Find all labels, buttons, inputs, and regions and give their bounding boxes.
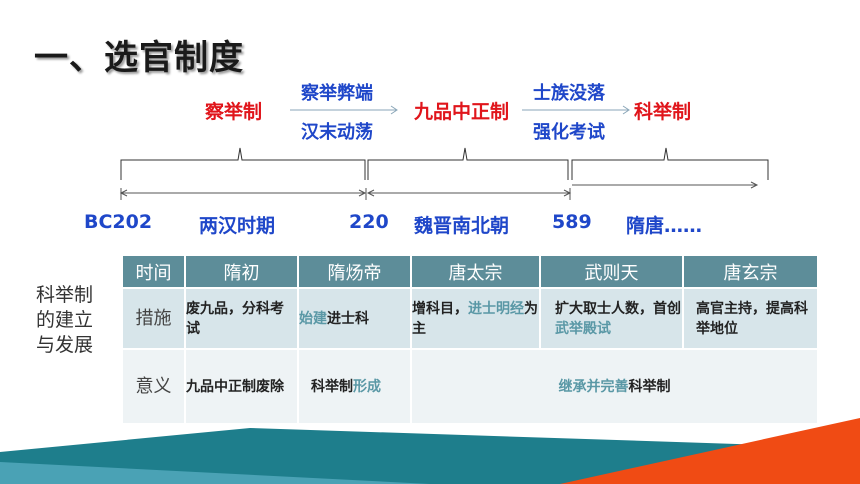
cell-taizong-measure: 增科目，进士明经为主 xyxy=(411,287,541,349)
label-220: 220 xyxy=(349,211,389,233)
brace-suitang xyxy=(571,147,769,180)
cell-suichu-measure: 废九品，分科考试 xyxy=(185,287,299,349)
label-chaju: 察举制 xyxy=(205,101,263,123)
cell-suiyangdi-measure: 始建进士科 xyxy=(298,287,412,349)
side-label: 科举制 的建立 与发展 xyxy=(36,284,94,356)
brace-han xyxy=(120,147,366,180)
cell-wuzetian-measure: 扩大取士人数，首创武举殿试 xyxy=(540,287,684,349)
table-header: 时间 xyxy=(123,256,186,288)
label-chaju-flaws: 察举弊端 xyxy=(301,83,373,104)
label-han-turmoil: 汉末动荡 xyxy=(301,122,373,143)
label-keju: 科举制 xyxy=(634,101,692,123)
cell-suiyangdi-significance: 科举制形成 xyxy=(298,348,412,423)
label-bc202: BC202 xyxy=(84,211,153,233)
table-header: 武则天 xyxy=(540,256,684,288)
label-jiupin: 九品中正制 xyxy=(414,101,510,123)
table-header: 隋初 xyxy=(185,256,299,288)
label-suitang-period: 隋唐…… xyxy=(626,215,703,237)
keju-table: 时间 隋初 隋炀帝 唐太宗 武则天 唐玄宗 措施 废九品，分科考试 始建进士科 … xyxy=(123,256,817,423)
label-589: 589 xyxy=(552,211,592,233)
table-row-significance: 意义 九品中正制废除 科举制形成 继承并完善科举制 xyxy=(123,348,817,423)
table-header: 唐太宗 xyxy=(411,256,541,288)
label-weijin-period: 魏晋南北朝 xyxy=(414,215,510,237)
cell-suichu-significance: 九品中正制废除 xyxy=(185,348,299,423)
table-row-measures: 措施 废九品，分科考试 始建进士科 增科目，进士明经为主 扩大取士人数，首创武举… xyxy=(123,287,817,349)
table-header: 隋炀帝 xyxy=(298,256,412,288)
label-han-period: 两汉时期 xyxy=(199,215,276,237)
cell-tang-significance: 继承并完善科举制 xyxy=(411,348,817,423)
page-title: 一、选官制度 xyxy=(34,38,244,78)
label-strengthen-exam: 强化考试 xyxy=(533,122,605,143)
row-label: 措施 xyxy=(123,287,186,349)
brace-weijin xyxy=(367,147,569,180)
label-shizu-decline: 士族没落 xyxy=(533,83,605,104)
table-header: 唐玄宗 xyxy=(683,256,817,288)
cell-xuanzong-measure: 高官主持，提高科举地位 xyxy=(683,287,817,349)
table-header-row: 时间 隋初 隋炀帝 唐太宗 武则天 唐玄宗 xyxy=(123,256,817,288)
row-label: 意义 xyxy=(123,348,186,423)
